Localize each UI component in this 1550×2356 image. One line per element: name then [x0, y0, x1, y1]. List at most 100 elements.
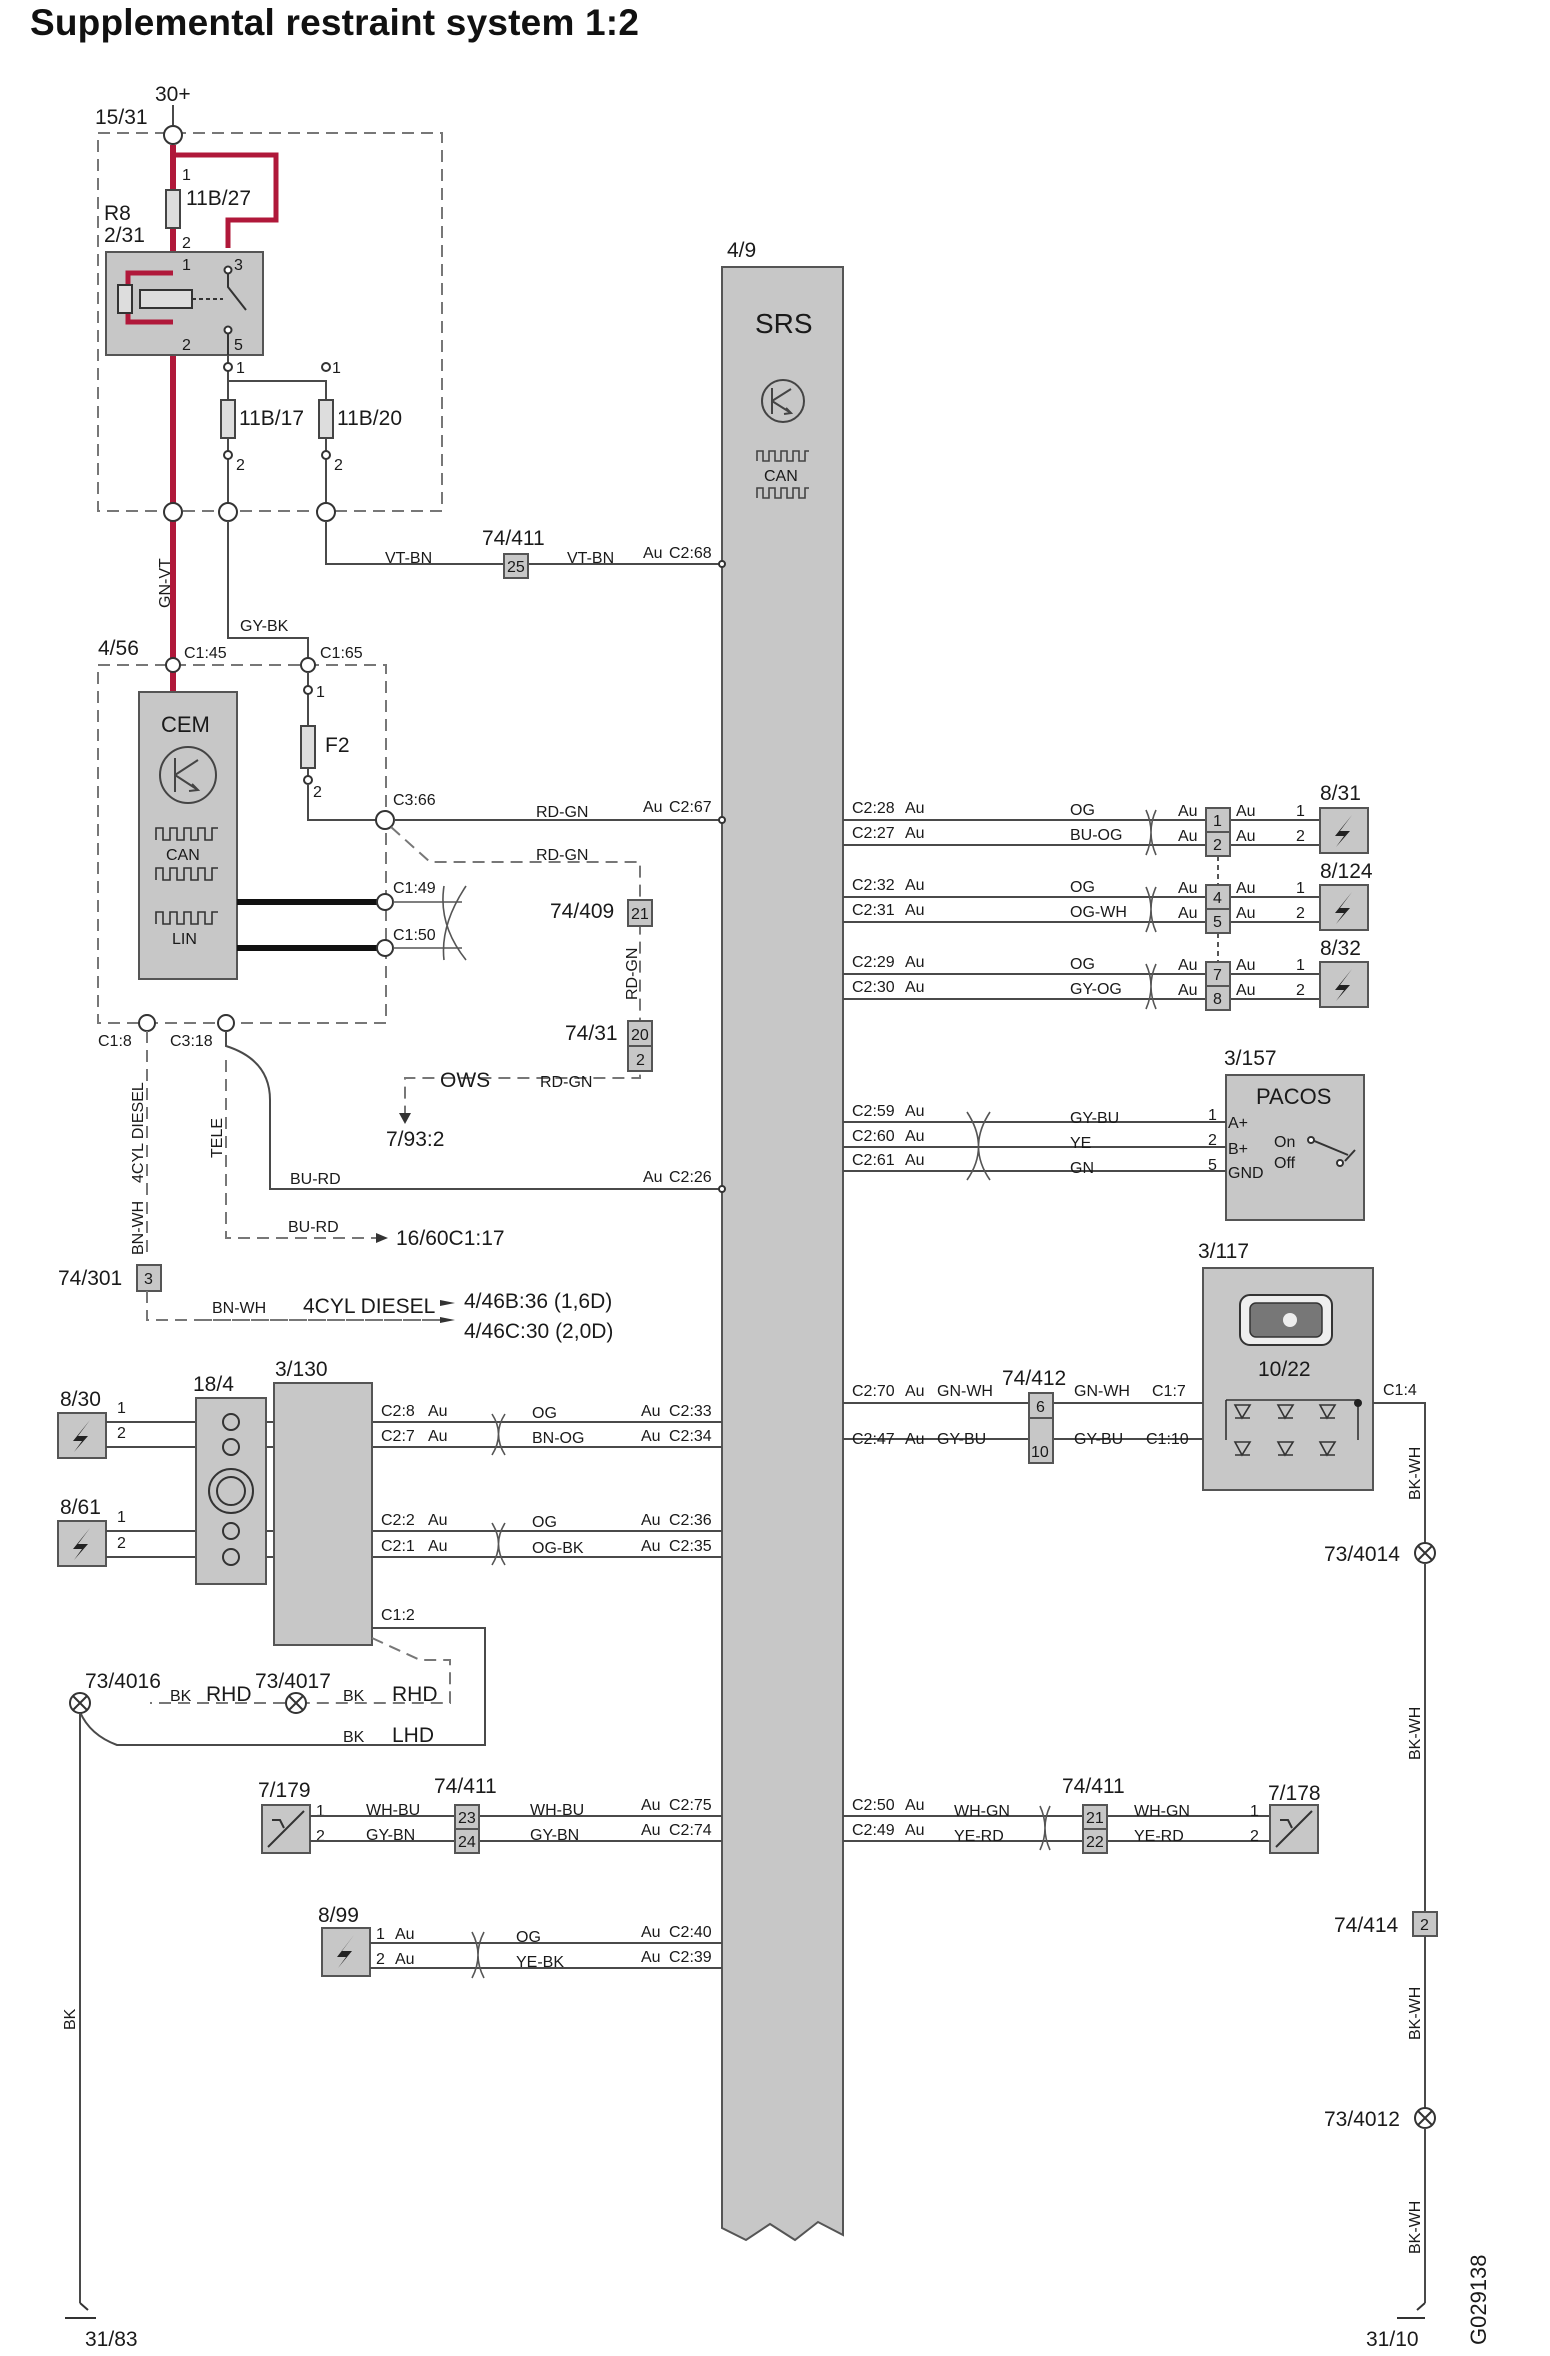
svg-text:OG: OG	[532, 1514, 557, 1531]
svg-text:1: 1	[1296, 880, 1305, 897]
fuse-11b27	[165, 189, 181, 229]
sensor-8-61	[57, 1520, 107, 1567]
svg-text:Au: Au	[905, 877, 925, 894]
connector-74-411-pin-25	[503, 553, 529, 579]
svg-text:On: On	[1274, 1134, 1295, 1151]
svg-text:GN: GN	[1070, 1160, 1094, 1177]
svg-text:OG: OG	[516, 1929, 541, 1946]
fuse-11b17	[220, 399, 236, 439]
svg-text:2: 2	[1296, 905, 1305, 922]
svg-text:Au: Au	[1178, 828, 1198, 845]
sensor-8-124	[1319, 884, 1369, 931]
squib-icon	[73, 1528, 90, 1560]
svg-text:C2:60: C2:60	[852, 1128, 895, 1145]
srs-label: SRS	[755, 308, 813, 339]
supply-terminal	[163, 125, 183, 145]
right-squib-wires	[843, 819, 1332, 1000]
svg-text:BU-OG: BU-OG	[1070, 827, 1122, 844]
svg-text:Au: Au	[428, 1538, 448, 1555]
svg-text:OG: OG	[1070, 879, 1095, 896]
svg-text:Au: Au	[641, 1403, 661, 1420]
svg-text:OG-BK: OG-BK	[532, 1540, 584, 1557]
svg-text:1: 1	[1213, 813, 1222, 830]
svg-text:Au: Au	[641, 1512, 661, 1529]
svg-text:Au: Au	[1236, 828, 1256, 845]
svg-text:2: 2	[313, 784, 322, 801]
svg-text:10: 10	[1031, 1444, 1049, 1461]
connector-3-130-label: 3/130	[275, 1358, 328, 1381]
svg-text:C2:74: C2:74	[669, 1822, 712, 1839]
svg-text:1: 1	[1208, 1107, 1217, 1124]
supply-30-label: 30+	[155, 83, 191, 106]
svg-text:C1:65: C1:65	[320, 645, 363, 662]
svg-text:WH-BU: WH-BU	[366, 1802, 420, 1819]
svg-text:GND: GND	[1228, 1165, 1264, 1182]
svg-text:2: 2	[636, 1052, 645, 1069]
svg-text:C1:49: C1:49	[393, 880, 436, 897]
svg-text:BN-WH: BN-WH	[212, 1300, 266, 1317]
svg-text:C2:49: C2:49	[852, 1822, 895, 1839]
svg-text:Au: Au	[905, 1152, 925, 1169]
svg-text:Au: Au	[428, 1403, 448, 1420]
sensor-8-32	[1319, 961, 1369, 1008]
svg-text:C1:10: C1:10	[1146, 1431, 1189, 1448]
connector-74-411-label: 74/411	[1062, 1775, 1125, 1798]
svg-text:RD-GN: RD-GN	[536, 804, 588, 821]
svg-text:VT-BN: VT-BN	[385, 550, 432, 567]
svg-text:Au: Au	[905, 1431, 925, 1448]
srs-location: 4/9	[727, 239, 756, 262]
indicator-3-117-label: 3/117	[1198, 1240, 1249, 1263]
svg-text:C2:35: C2:35	[669, 1538, 712, 1555]
svg-text:WH-BU: WH-BU	[530, 1802, 584, 1819]
svg-text:C2:28: C2:28	[852, 800, 895, 817]
svg-text:1: 1	[316, 684, 325, 701]
svg-text:OG: OG	[1070, 802, 1095, 819]
svg-text:Au: Au	[1236, 803, 1256, 820]
svg-text:Au: Au	[641, 1924, 661, 1941]
svg-text:2: 2	[1213, 837, 1222, 854]
ows-label: OWS	[440, 1069, 490, 1092]
svg-text:RD-GN: RD-GN	[540, 1074, 592, 1091]
connector-block-1-8	[1205, 807, 1231, 1011]
svg-text:GY-OG: GY-OG	[1070, 981, 1122, 998]
svg-text:7: 7	[1213, 967, 1222, 984]
svg-text:BK: BK	[343, 1688, 365, 1705]
svg-text:RHD: RHD	[392, 1683, 438, 1706]
svg-text:Au: Au	[428, 1428, 448, 1445]
svg-text:WH-GN: WH-GN	[1134, 1803, 1190, 1820]
svg-text:C2:61: C2:61	[852, 1152, 895, 1169]
svg-text:Au: Au	[641, 1428, 661, 1445]
svg-text:OG-WH: OG-WH	[1070, 904, 1127, 921]
svg-text:C2:29: C2:29	[852, 954, 895, 971]
svg-text:2: 2	[117, 1535, 126, 1552]
supply-15-label: 15/31	[95, 106, 148, 129]
svg-text:GY-BN: GY-BN	[366, 1827, 415, 1844]
svg-text:C2:27: C2:27	[852, 825, 895, 842]
svg-text:B+: B+	[1228, 1141, 1248, 1158]
sensor-8-32-label: 8/32	[1320, 937, 1361, 960]
page-title: Supplemental restraint system 1:2	[30, 2, 640, 43]
svg-text:PACOS: PACOS	[1256, 1084, 1331, 1109]
svg-text:Au: Au	[905, 1383, 925, 1400]
svg-text:1: 1	[1296, 957, 1305, 974]
svg-text:Off: Off	[1274, 1155, 1296, 1172]
clock-spring-18-4	[195, 1397, 267, 1585]
fuse-11b20	[318, 399, 334, 439]
svg-text:2: 2	[1296, 982, 1305, 999]
svg-text:C2:31: C2:31	[852, 902, 895, 919]
svg-text:WH-GN: WH-GN	[954, 1803, 1010, 1820]
svg-text:GN-WH: GN-WH	[937, 1383, 993, 1400]
svg-text:C1:4: C1:4	[1383, 1382, 1417, 1399]
sensor-8-30	[57, 1412, 107, 1459]
svg-text:BN-OG: BN-OG	[532, 1430, 584, 1447]
svg-text:1: 1	[182, 257, 191, 274]
reference-16-60: 16/60C1:17	[396, 1227, 505, 1250]
svg-text:1: 1	[316, 1803, 325, 1820]
svg-text:GY-BU: GY-BU	[1074, 1431, 1123, 1448]
svg-text:BK-WH: BK-WH	[1407, 1707, 1424, 1760]
connector-74-412-label: 74/412	[1002, 1367, 1066, 1390]
svg-text:Au: Au	[641, 1949, 661, 1966]
connector-74-414-label: 74/414	[1334, 1914, 1399, 1937]
relay-r8-label: R8	[104, 202, 131, 225]
ground-point-73-4012	[1414, 2107, 1436, 2129]
